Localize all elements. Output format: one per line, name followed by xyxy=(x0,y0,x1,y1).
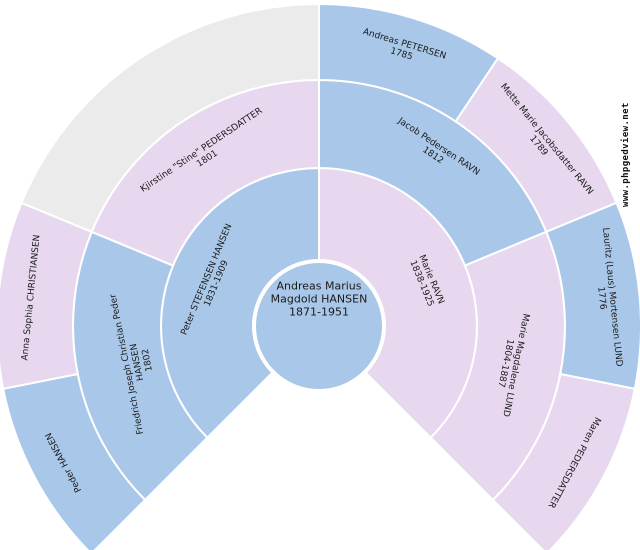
svg-text:Andreas Marius: Andreas Marius xyxy=(276,280,361,293)
fan-segment-great-grandmother-15[interactable] xyxy=(491,372,636,550)
phpgedview-watermark: www.phpgedview.net xyxy=(621,102,631,208)
svg-text:Magdold HANSEN: Magdold HANSEN xyxy=(271,293,368,306)
svg-text:1776: 1776 xyxy=(595,286,607,310)
svg-text:1871-1951: 1871-1951 xyxy=(289,306,349,319)
svg-text:1802: 1802 xyxy=(141,348,155,372)
fan-segment-root[interactable] xyxy=(254,261,384,391)
